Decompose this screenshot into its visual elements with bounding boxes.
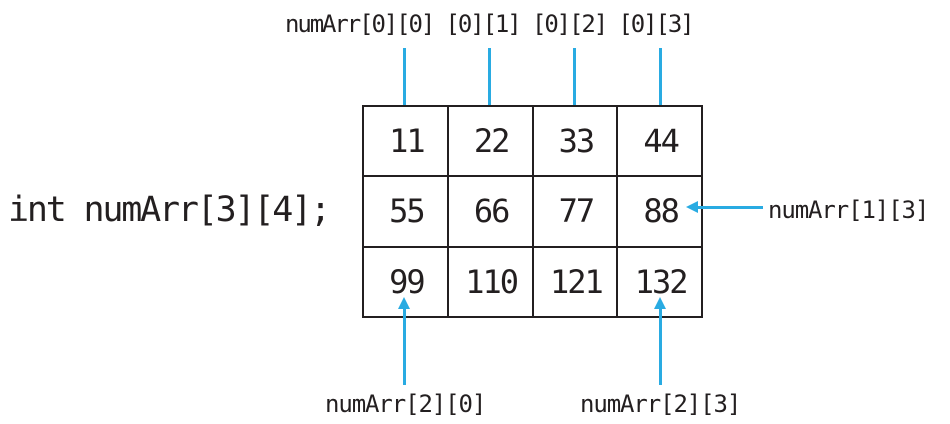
array-cell-1-1: 66 bbox=[447, 176, 533, 247]
cell-1-3-label: numArr[1][3] bbox=[768, 196, 929, 224]
array-cell-2-1: 110 bbox=[447, 246, 533, 317]
array-cell-1-3: 88 bbox=[617, 176, 702, 247]
array-cell-1-0: 55 bbox=[363, 176, 448, 247]
arrow-down-col0-icon bbox=[398, 48, 410, 121]
array-cell-0-1: 22 bbox=[447, 106, 533, 177]
array-grid: 11 22 33 44 55 66 77 88 99 110 121 132 bbox=[362, 105, 703, 318]
array-declaration-code: int numArr[3][4]; bbox=[8, 190, 331, 230]
cell-2-0-label: numArr[2][0] bbox=[325, 390, 486, 418]
arrow-up-cell-2-0-icon bbox=[398, 297, 410, 385]
row0-indices-label: numArr[0][0] [0][1] [0][2] [0][3] bbox=[285, 10, 695, 38]
arrow-down-col3-icon bbox=[654, 48, 666, 121]
arrow-left-cell-1-3-icon bbox=[686, 201, 763, 213]
cell-2-3-label: numArr[2][3] bbox=[580, 390, 741, 418]
arrow-down-col2-icon bbox=[568, 48, 580, 121]
arrow-up-cell-2-3-icon bbox=[654, 297, 666, 385]
array-cell-2-2: 121 bbox=[532, 246, 618, 317]
array-cell-0-2: 33 bbox=[532, 106, 618, 177]
arrow-down-col1-icon bbox=[483, 48, 495, 121]
array-cell-1-2: 77 bbox=[532, 176, 618, 247]
array-cell-0-0: 11 bbox=[363, 106, 448, 177]
array-cell-0-3: 44 bbox=[617, 106, 702, 177]
array-cell-2-3: 132 bbox=[617, 246, 702, 317]
